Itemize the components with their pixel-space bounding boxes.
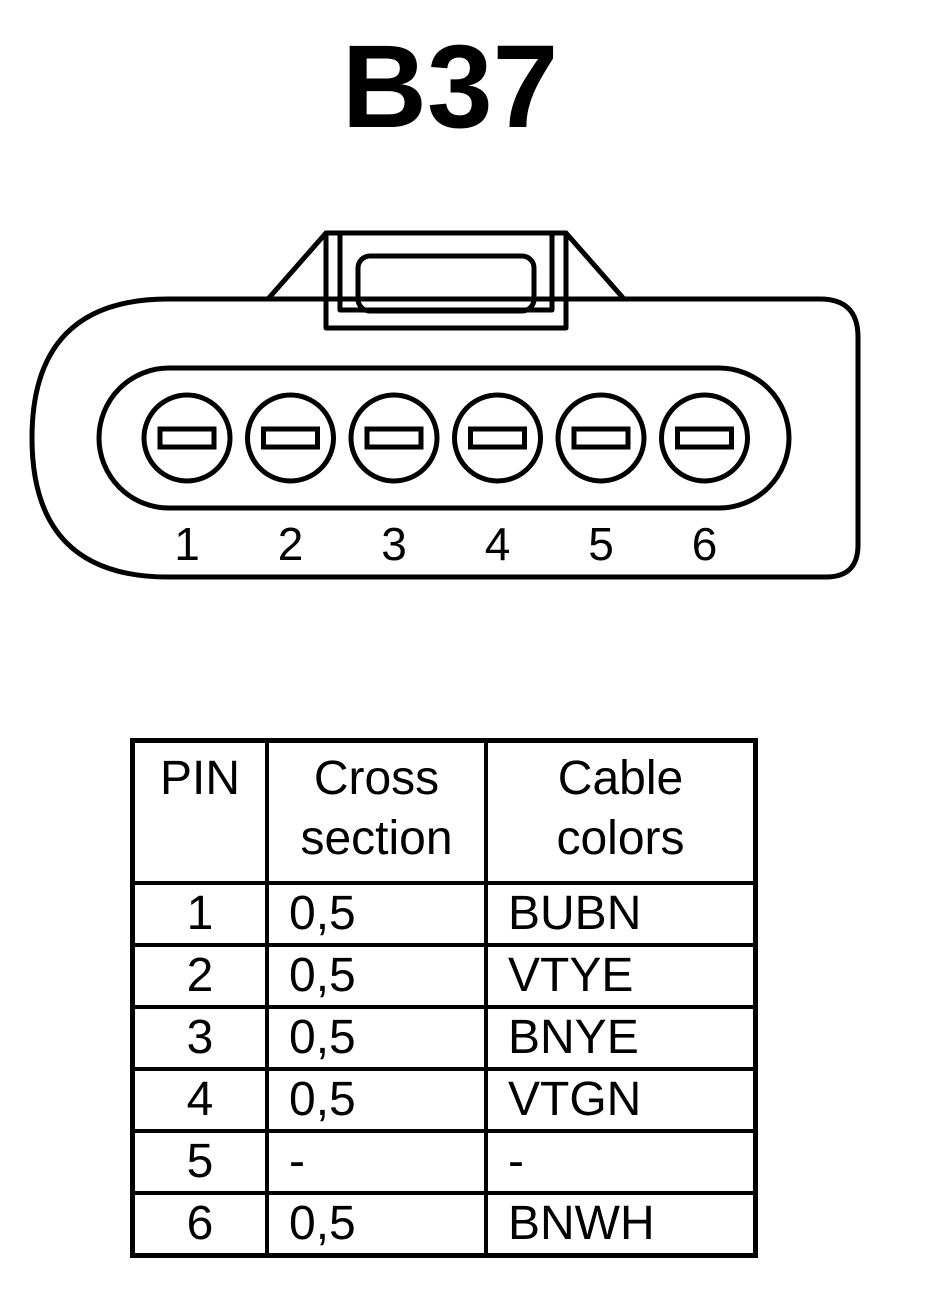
pin-table: PIN Cross section Cable colors 1 0,5 BUB… bbox=[130, 738, 758, 1258]
table-row: 3 0,5 BNYE bbox=[130, 1005, 758, 1071]
row-cable-color: BNWH bbox=[484, 1191, 758, 1258]
pin-number-label: 4 bbox=[485, 518, 511, 570]
pin-contact-slot bbox=[157, 426, 217, 450]
connector-housing bbox=[29, 296, 861, 580]
pin-terminal bbox=[452, 392, 543, 484]
row-pin: 2 bbox=[130, 943, 269, 1009]
pin-number-label: 5 bbox=[588, 518, 614, 570]
pin-number-label: 2 bbox=[278, 518, 304, 570]
table-row: 4 0,5 VTGN bbox=[130, 1067, 758, 1133]
header-cable-colors: Cable colors bbox=[484, 738, 758, 885]
header-cross-line1: Cross bbox=[313, 752, 440, 805]
latch-window bbox=[355, 253, 537, 314]
row-pin: 6 bbox=[130, 1191, 269, 1258]
pin-contact-slot bbox=[364, 426, 424, 450]
table-row: 6 0,5 BNWH bbox=[130, 1191, 758, 1258]
header-colors-line1: Cable bbox=[557, 752, 684, 805]
row-pin: 1 bbox=[130, 881, 269, 947]
header-colors-line2: colors bbox=[556, 812, 685, 865]
row-cross-section: 0,5 bbox=[265, 881, 488, 947]
row-cable-color: BNYE bbox=[484, 1005, 758, 1071]
pin-terminal bbox=[245, 392, 336, 484]
table-row: 5 - - bbox=[130, 1129, 758, 1195]
row-pin: 5 bbox=[130, 1129, 269, 1195]
row-cross-section: - bbox=[265, 1129, 488, 1195]
table-header-row: PIN Cross section Cable colors bbox=[130, 738, 758, 885]
header-pin: PIN bbox=[130, 738, 269, 885]
pin-contact-slot bbox=[468, 426, 527, 450]
pin-contact-slot bbox=[675, 426, 734, 450]
row-cable-color: VTYE bbox=[484, 943, 758, 1009]
row-cable-color: - bbox=[484, 1129, 758, 1195]
pin-number-label: 3 bbox=[381, 518, 407, 570]
pin-contact-slot bbox=[261, 426, 320, 450]
row-cross-section: 0,5 bbox=[265, 1191, 488, 1258]
table-row: 1 0,5 BUBN bbox=[130, 881, 758, 947]
row-pin: 4 bbox=[130, 1067, 269, 1133]
table-row: 2 0,5 VTYE bbox=[130, 943, 758, 1009]
header-cross-section: Cross section bbox=[265, 738, 488, 885]
header-cross-line2: section bbox=[300, 812, 453, 865]
pin-terminal bbox=[659, 392, 750, 484]
locking-latch bbox=[266, 230, 626, 301]
row-cable-color: VTGN bbox=[484, 1067, 758, 1133]
pin-number-label: 6 bbox=[692, 518, 718, 570]
pin-contact-slot bbox=[571, 426, 631, 450]
row-pin: 3 bbox=[130, 1005, 269, 1071]
connector-diagram: 1 2 3 4 5 6 bbox=[29, 230, 861, 580]
latch-frame bbox=[323, 230, 569, 331]
connector-title: B37 bbox=[341, 21, 559, 153]
pin-number-label: 1 bbox=[174, 518, 200, 570]
row-cross-section: 0,5 bbox=[265, 1005, 488, 1071]
row-cross-section: 0,5 bbox=[265, 1067, 488, 1133]
pin-cavity bbox=[96, 365, 792, 511]
pin-terminal bbox=[141, 392, 233, 484]
row-cable-color: BUBN bbox=[484, 881, 758, 947]
header-pin-label: PIN bbox=[159, 752, 240, 805]
pin-terminal bbox=[348, 392, 440, 484]
row-cross-section: 0,5 bbox=[265, 943, 488, 1009]
pin-terminal bbox=[555, 392, 647, 484]
